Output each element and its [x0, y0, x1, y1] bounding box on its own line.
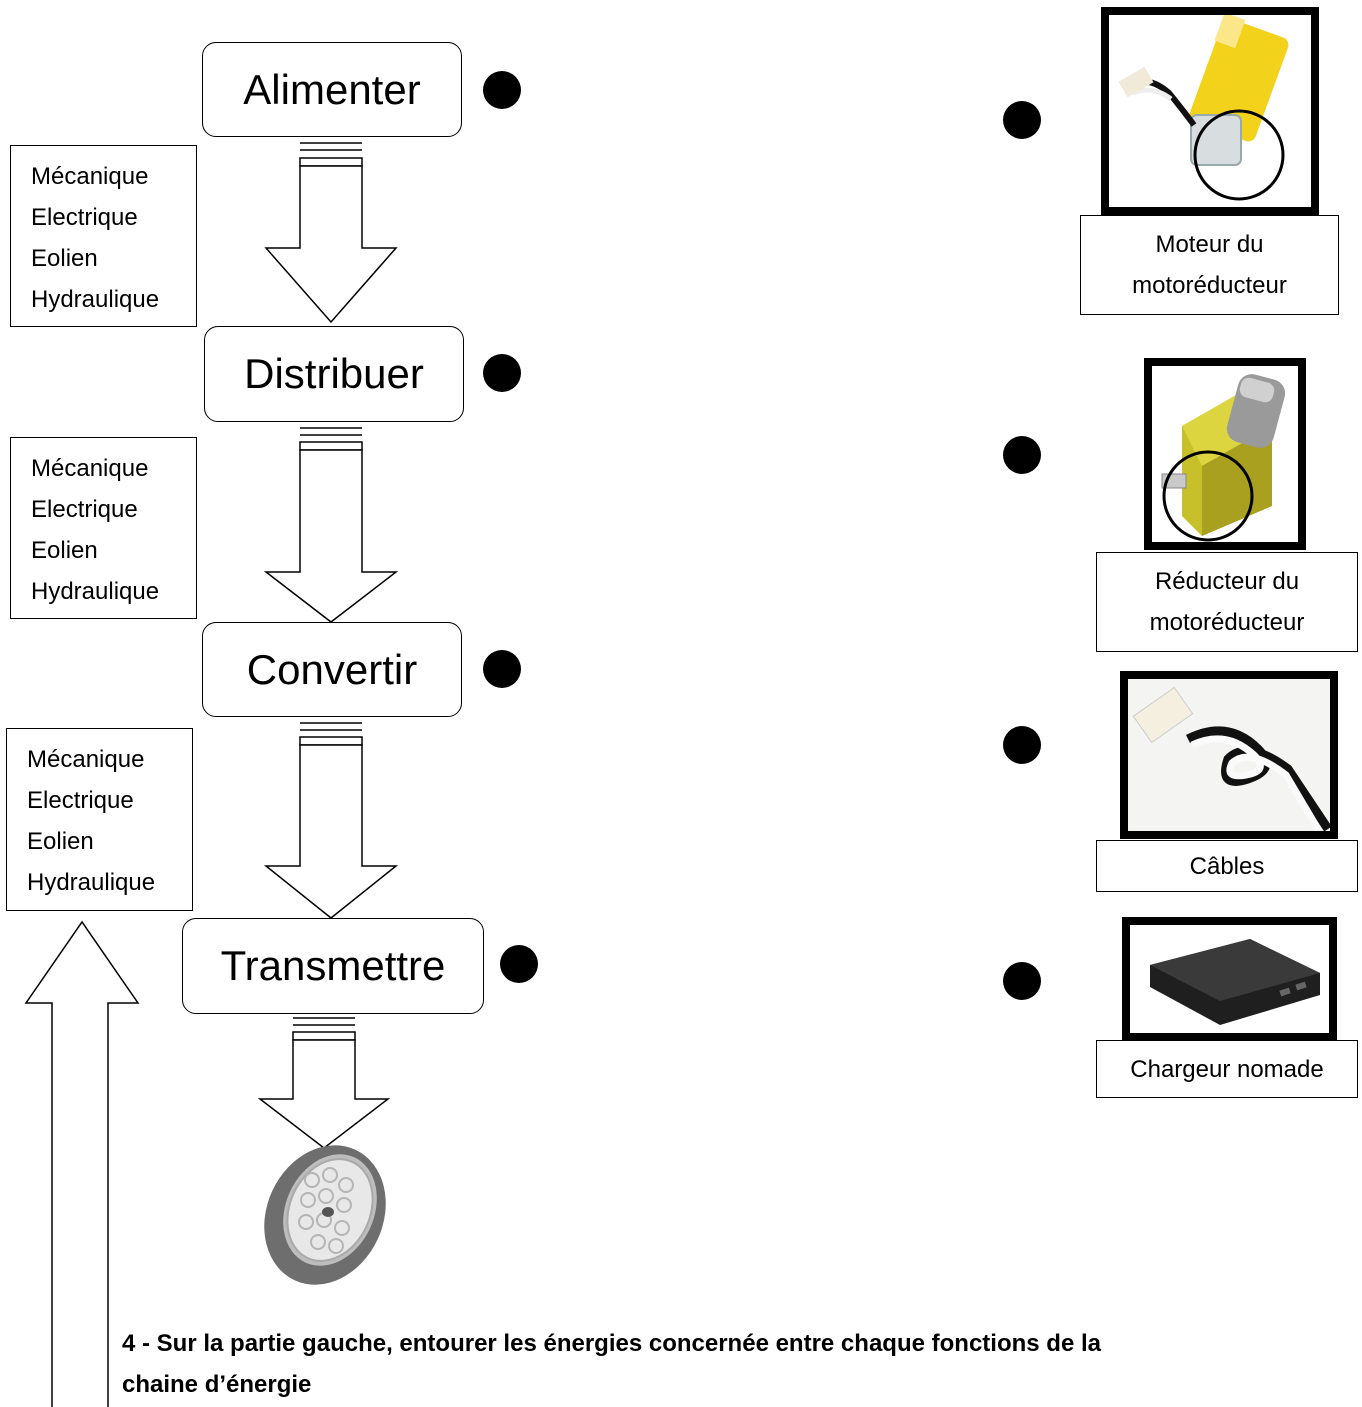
link-dot-chargeur[interactable]	[1003, 962, 1041, 1000]
function-box-alimenter: Alimenter	[202, 42, 462, 137]
connector-1	[299, 142, 363, 167]
energy-option[interactable]: Electrique	[31, 204, 138, 231]
link-dot-transmettre[interactable]	[500, 945, 538, 983]
caption-chargeur: Chargeur nomade	[1096, 1040, 1358, 1098]
function-label: Distribuer	[244, 350, 424, 397]
caption-line: Réducteur du	[1154, 568, 1300, 595]
energy-option[interactable]: Mécanique	[31, 163, 149, 190]
power-bank-photo	[1122, 917, 1337, 1041]
caption-line: Chargeur nomade	[1130, 1055, 1324, 1083]
connector-3	[299, 722, 363, 746]
caption-line: motoréducteur	[1132, 272, 1287, 299]
instruction-line: 4 - Sur la partie gauche, entourer les é…	[122, 1330, 1101, 1357]
motor-icon	[1118, 15, 1289, 201]
function-box-distribuer: Distribuer	[204, 326, 464, 422]
power-bank-icon	[1150, 939, 1320, 1025]
caption-line: motoréducteur	[1149, 609, 1305, 636]
caption-reducteur: Réducteur du motoréducteur	[1096, 552, 1358, 652]
link-dot-cables[interactable]	[1003, 726, 1041, 764]
link-dot-convertir[interactable]	[483, 650, 521, 688]
energy-options-2: Mécanique Electrique Eolien Hydraulique	[10, 437, 197, 619]
energy-option[interactable]: Eolien	[31, 537, 98, 564]
flow-arrow-3	[263, 744, 399, 919]
caption-line: Moteur du	[1155, 231, 1264, 258]
gearbox-icon	[1161, 374, 1286, 542]
flow-arrow-2	[263, 449, 399, 623]
caption-line: Câbles	[1189, 852, 1265, 880]
function-label: Convertir	[246, 645, 418, 693]
connector-4	[292, 1017, 356, 1041]
caption-moteur: Moteur du motoréducteur	[1080, 215, 1339, 315]
function-box-convertir: Convertir	[202, 622, 462, 717]
energy-option[interactable]: Electrique	[31, 496, 138, 523]
link-dot-reducteur[interactable]	[1003, 436, 1041, 474]
connector-2	[299, 427, 363, 451]
link-dot-distribuer[interactable]	[483, 354, 521, 392]
link-dot-moteur[interactable]	[1003, 101, 1041, 139]
energy-option[interactable]: Eolien	[31, 245, 98, 272]
energy-option[interactable]: Eolien	[27, 828, 94, 855]
instruction-text: 4 - Sur la partie gauche, entourer les é…	[122, 1323, 1101, 1405]
gearbox-photo	[1144, 358, 1306, 550]
flow-arrow-1	[264, 165, 398, 324]
energy-options-1: Mécanique Electrique Eolien Hydraulique	[10, 145, 197, 327]
wheel-icon	[264, 1145, 386, 1285]
caption-cables: Câbles	[1096, 840, 1358, 892]
motor-photo	[1101, 7, 1319, 215]
flow-arrow-4	[257, 1039, 391, 1149]
instruction-line: chaine d’énergie	[122, 1371, 312, 1398]
cables-photo	[1120, 671, 1338, 839]
energy-option[interactable]: Electrique	[27, 787, 134, 814]
function-label: Transmettre	[220, 942, 446, 989]
energy-option[interactable]: Mécanique	[31, 455, 149, 482]
energy-option[interactable]: Hydraulique	[31, 286, 160, 313]
function-label: Alimenter	[243, 65, 421, 113]
link-dot-alimenter[interactable]	[483, 71, 521, 109]
function-box-transmettre: Transmettre	[182, 918, 484, 1014]
energy-option[interactable]: Hydraulique	[27, 869, 156, 896]
energy-options-3: Mécanique Electrique Eolien Hydraulique	[6, 728, 193, 911]
energy-option[interactable]: Mécanique	[27, 746, 145, 773]
cables-icon	[1128, 679, 1330, 831]
upward-feedback-arrow	[24, 920, 140, 1407]
energy-option[interactable]: Hydraulique	[31, 578, 160, 605]
